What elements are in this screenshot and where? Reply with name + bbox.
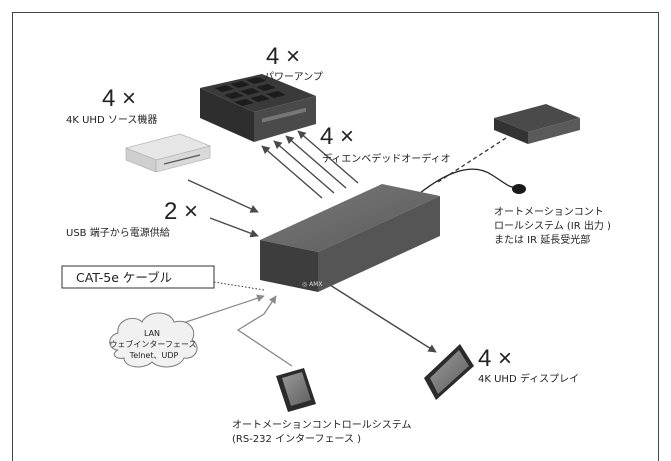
ir-receiver-icon (512, 184, 526, 194)
hub-logo: ◎ AMX (302, 281, 323, 288)
power-amplifier-device (200, 74, 316, 142)
source-to-hub-arrow (187, 179, 259, 213)
diagram-frame (12, 12, 659, 461)
usb-name-label: USB 端子から電源供給 (66, 226, 170, 239)
source-name-label: 4K UHD ソース機器 (66, 113, 157, 126)
amp-name-label: パワーアンプ (264, 71, 323, 83)
cat-cable-label-box (61, 265, 215, 289)
lan-label-line3: Telnet、UDP (129, 351, 179, 360)
touch-panel-device (276, 368, 316, 412)
usb-to-hub-arrow (209, 217, 259, 238)
display-name-label: 4K UHD ディスプレイ (478, 372, 579, 385)
rs232-label-line2: (RS-232 インターフェース ) (232, 433, 361, 445)
amp-arrows (261, 130, 359, 199)
usb-count-label: 2 × (164, 198, 198, 225)
ir-label-line3: または IR 延長受光部 (494, 233, 590, 246)
audio-count-label: 4 × (320, 123, 354, 150)
cat-cable-label: CAT-5e ケーブル (76, 270, 172, 285)
audio-name-label: ディエンベデッドオーディオ (322, 152, 451, 165)
source-count-label: 4 × (102, 85, 136, 112)
lan-label-line1: LAN (144, 329, 160, 338)
ir-label-line2: ロールシステム (IR 出力 ) (494, 219, 611, 232)
lan-label-line2: ウェブインターフェース (109, 339, 196, 349)
amp-count-label: 4 × (266, 43, 300, 70)
ir-receiver-cable (413, 168, 517, 199)
cat-cable-callout (213, 281, 265, 291)
rs232-label-line1: オートメーションコントロールシステム (232, 419, 412, 431)
display-count-label: 4 × (478, 345, 512, 372)
display-device (424, 344, 474, 400)
lan-cloud-icon (109, 312, 198, 368)
central-hub-device: ◎ AMX (260, 184, 440, 292)
ir-extender-device (494, 104, 580, 144)
hub-to-display-arrow (329, 284, 437, 353)
ir-label-line1: オートメーションコント (494, 206, 604, 218)
rs232-arrow (236, 295, 293, 367)
source-device (125, 133, 211, 173)
